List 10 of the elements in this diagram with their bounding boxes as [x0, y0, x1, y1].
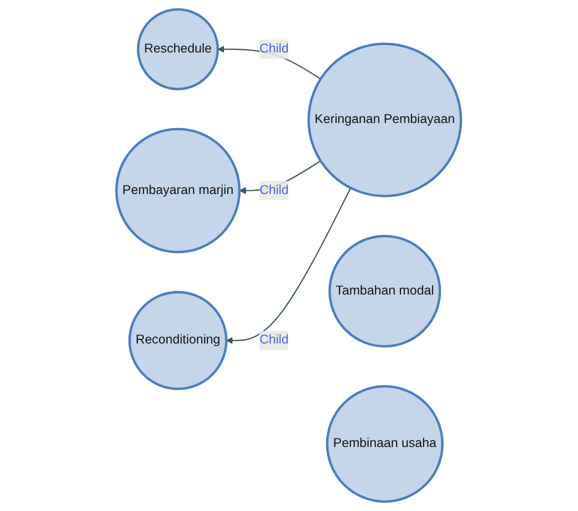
node-circle: Keringanan Pembiayaan [308, 42, 462, 198]
node-circle: Reconditioning [128, 290, 228, 390]
node-circle: Pembinaan usaha [326, 385, 444, 503]
node-circle: Reschedule [137, 8, 220, 90]
edge-label: Child [260, 183, 289, 197]
edge-label: Child [260, 333, 289, 347]
edge-label: Child [260, 42, 289, 56]
node-circle: Pembayaran marjin [116, 128, 241, 254]
node-circle: Tambahan modal [328, 234, 442, 348]
arrow [226, 188, 352, 344]
